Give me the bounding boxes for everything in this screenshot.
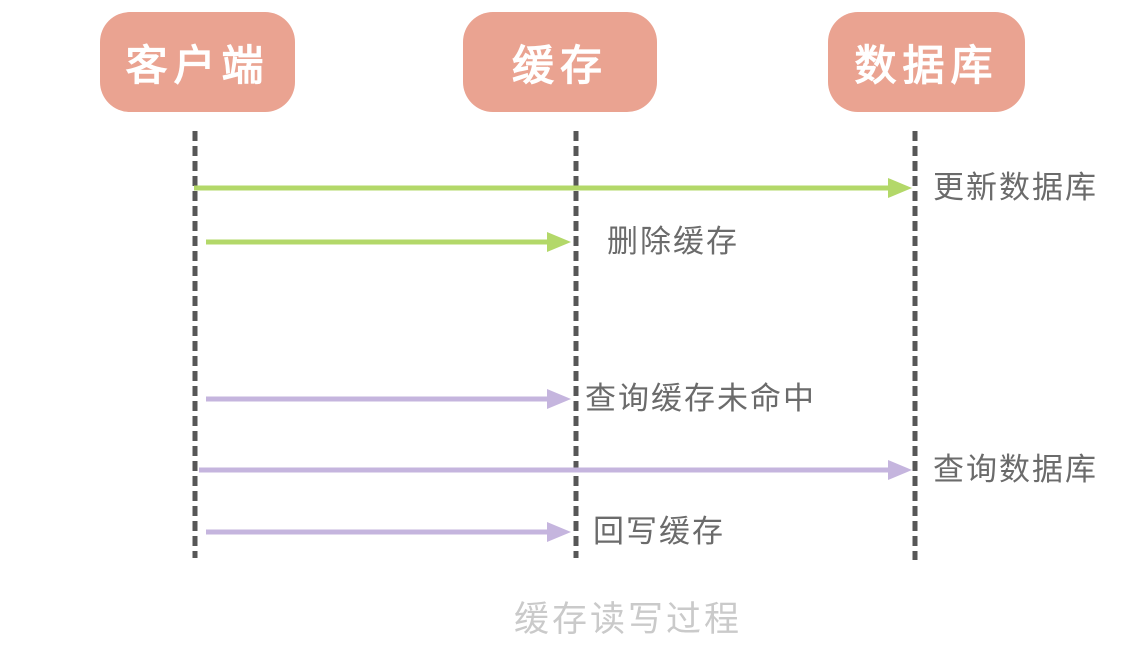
arrow-query-database [199,460,912,480]
actor-box-cache: 缓存 [463,12,657,112]
message-label-delete-cache: 删除缓存 [607,224,739,259]
actor-label-client: 客户端 [125,41,270,89]
diagram-caption: 缓存读写过程 [513,600,742,639]
message-label-write-back-cache: 回写缓存 [593,514,725,549]
actor-box-database: 数据库 [828,12,1025,112]
arrow-query-cache-miss [206,389,571,409]
actor-label-database: 数据库 [854,41,999,89]
actor-label-cache: 缓存 [511,41,608,89]
message-label-update-database: 更新数据库 [933,170,1098,205]
message-label-query-cache-miss: 查询缓存未命中 [585,381,816,416]
arrow-delete-cache [206,232,571,252]
arrow-write-back-cache [206,522,571,542]
message-label-query-database: 查询数据库 [933,452,1098,487]
actor-box-client: 客户端 [100,12,295,112]
arrow-update-database [194,178,912,198]
